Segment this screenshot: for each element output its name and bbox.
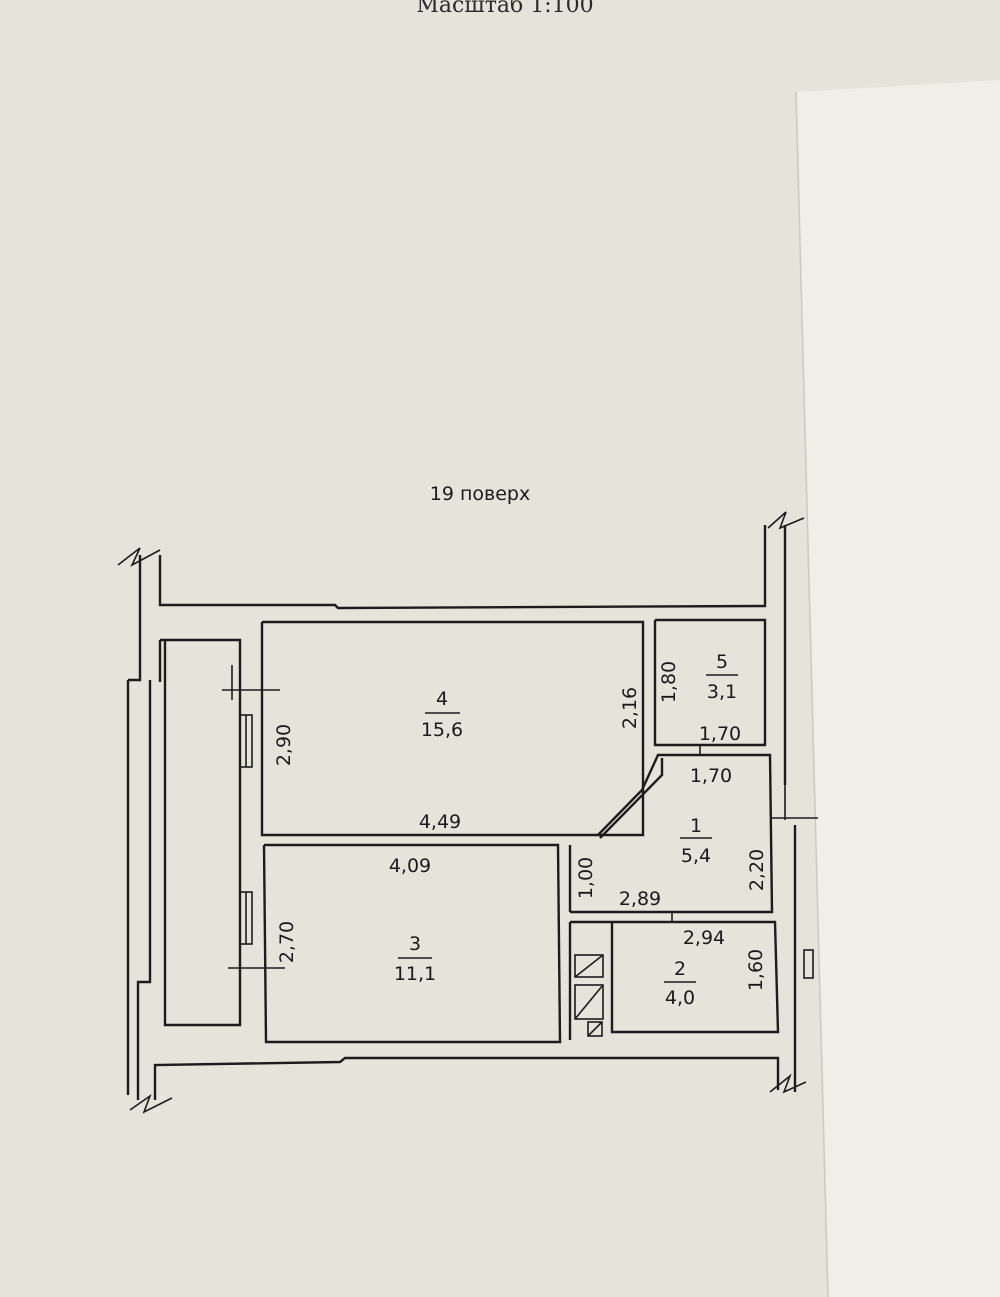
room-1-number: 1	[690, 815, 702, 837]
dim-r3-left: 2,70	[276, 921, 298, 963]
room-4-number: 4	[436, 688, 448, 710]
room-3-number: 3	[409, 933, 421, 955]
room-3-label: 3 11,1	[394, 933, 436, 985]
room-5-area: 3,1	[707, 681, 737, 703]
dim-r5-bottom: 1,70	[699, 723, 741, 745]
dim-r4-left: 2,90	[273, 724, 295, 766]
dim-r1-right: 2,20	[746, 849, 768, 891]
dim-r1-bottom: 2,89	[619, 888, 661, 910]
room-4-area: 15,6	[421, 719, 463, 741]
room-4-label: 4 15,6	[421, 688, 463, 741]
interior-walls	[222, 618, 780, 1044]
floor-label: 19 поверх	[430, 483, 530, 505]
scale-text: Масштаб 1:100	[416, 0, 593, 18]
room-1-label: 1 5,4	[680, 815, 712, 867]
room-1-area: 5,4	[681, 845, 711, 867]
room-5-label: 5 3,1	[706, 651, 738, 703]
dim-r5-left: 1,80	[658, 661, 680, 703]
room-2-number: 2	[674, 958, 686, 980]
dim-r4-bottom: 4,49	[419, 811, 461, 833]
dim-r2-right: 1,60	[745, 949, 767, 991]
outer-walls	[117, 511, 818, 1114]
room-3-area: 11,1	[394, 963, 436, 985]
dim-r3-top: 4,09	[389, 855, 431, 877]
adjacent-sheet	[796, 80, 1000, 1297]
room-2-label: 2 4,0	[664, 958, 696, 1009]
dim-r2-top: 2,94	[683, 927, 725, 949]
dim-r1-top: 1,70	[690, 765, 732, 787]
dim-r1-left: 1,00	[575, 857, 597, 899]
dimension-labels: 2,90 2,16 4,49 4,09 2,70 1,80 1,70 1,70 …	[273, 661, 768, 991]
room-2-area: 4,0	[665, 987, 695, 1009]
dim-r4-right: 2,16	[619, 687, 641, 729]
room-5-number: 5	[716, 651, 728, 673]
